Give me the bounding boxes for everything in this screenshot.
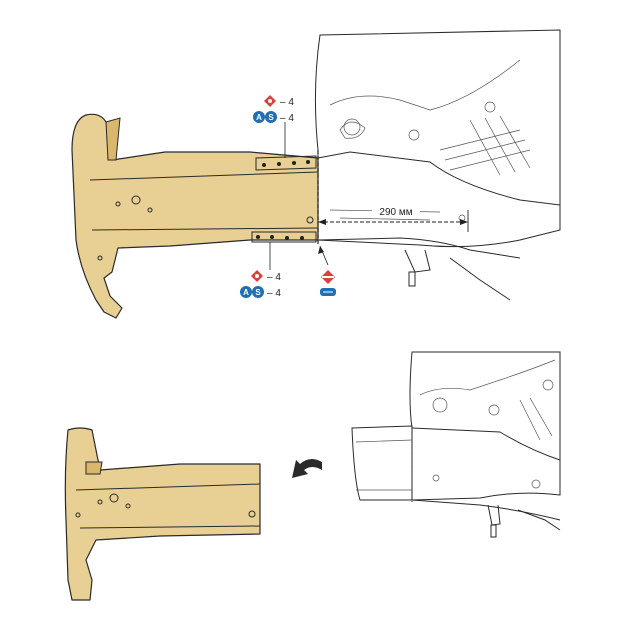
mig-weld-icon <box>320 270 336 296</box>
badge-a-label: A <box>256 113 262 122</box>
badge-a-label: A <box>243 288 249 297</box>
badge-a-icon <box>240 286 252 298</box>
bottom-badge-qty: – 4 <box>267 288 281 299</box>
removal-arrow-icon <box>292 458 322 478</box>
mig-weld-callout <box>318 245 336 296</box>
badge-s-label: S <box>255 288 261 297</box>
badge-s-icon <box>252 286 264 298</box>
top-weld-callout: – 4 A S – 4 <box>253 95 294 158</box>
top-badge-qty: – 4 <box>280 113 294 124</box>
badge-s-icon <box>265 111 277 123</box>
badge-s-label: S <box>268 113 274 122</box>
dimension-label: 290 мм <box>379 207 412 218</box>
watermark: AUTOSOFTS <box>167 297 432 341</box>
top-vehicle-body <box>314 29 561 301</box>
bottom-replacement-part <box>64 427 261 601</box>
spot-weld-icon <box>264 95 276 107</box>
dimension-290: 290 мм <box>318 205 469 232</box>
spot-weld-icon <box>251 270 263 282</box>
bottom-vehicle-body <box>351 351 561 538</box>
badge-a-icon <box>253 111 265 123</box>
top-weld-qty: – 4 <box>280 97 294 108</box>
bottom-weld-callout: – 4 A S – 4 <box>240 242 281 299</box>
bottom-weld-qty: – 4 <box>267 272 281 283</box>
top-replacement-part <box>71 113 319 319</box>
